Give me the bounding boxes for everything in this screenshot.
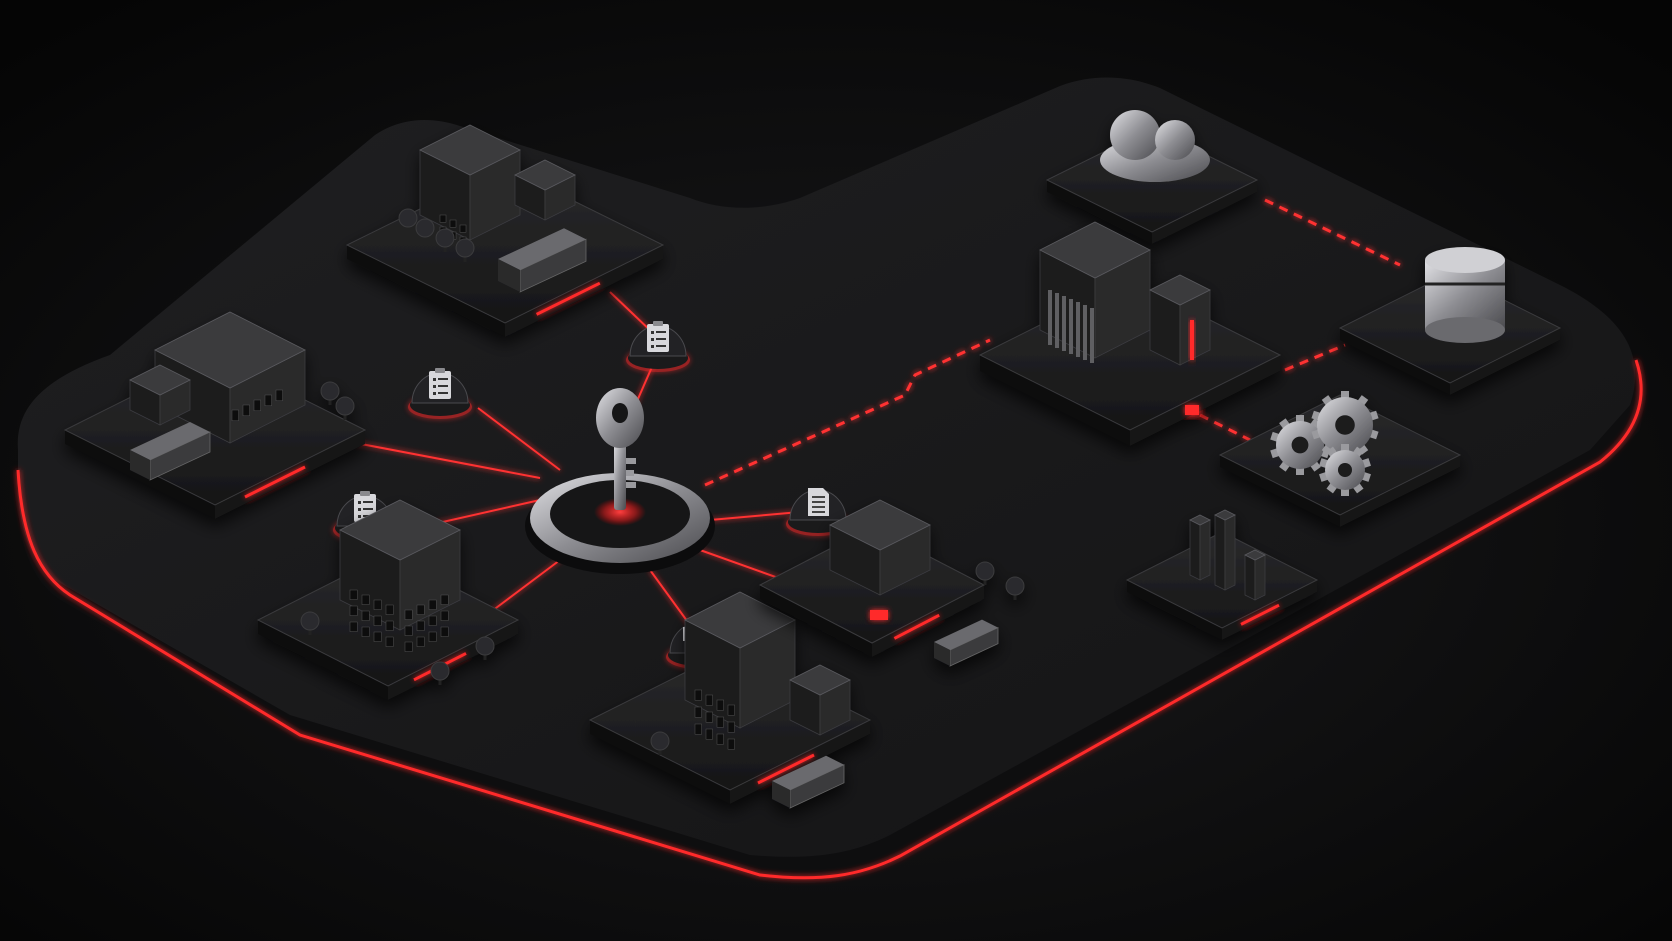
platform-glow-edge — [16, 359, 1643, 880]
site-warehouse-left[interactable] — [63, 311, 367, 519]
hub-glow — [594, 498, 646, 526]
service-gears[interactable] — [1218, 391, 1462, 527]
bar-chart-icon — [1189, 509, 1266, 601]
site-depot-right[interactable] — [758, 499, 1025, 667]
office-building-icon — [300, 499, 495, 685]
clipboard-checklist-icon — [647, 321, 669, 352]
badge-checklist-2[interactable] — [626, 321, 690, 372]
link-cloud-database — [1264, 198, 1401, 267]
document-icon — [808, 488, 829, 516]
central-hub[interactable] — [525, 388, 715, 574]
service-analytics[interactable] — [1125, 509, 1319, 640]
cloud-icon — [1100, 110, 1210, 182]
gears-icon — [1270, 391, 1379, 496]
warehouse-icon — [398, 124, 587, 293]
link-hub-server — [704, 338, 991, 487]
site-warehouse-truck-top[interactable] — [345, 124, 665, 337]
site-office-building-left[interactable] — [256, 499, 520, 700]
link-hub-truck-badge — [649, 569, 691, 626]
link-hub-warehouse-left — [339, 439, 541, 479]
key-icon — [596, 388, 644, 510]
link-hub-checklist-1 — [477, 407, 561, 471]
service-database[interactable] — [1338, 247, 1562, 395]
warehouse-icon — [129, 311, 355, 481]
link-hub-document — [709, 511, 801, 521]
service-server[interactable] — [978, 221, 1282, 446]
service-cloud[interactable] — [1045, 110, 1259, 244]
depot-icon — [829, 499, 1025, 667]
apartment-building-icon — [650, 591, 851, 809]
badge-checklist-1[interactable] — [408, 368, 472, 419]
server-rack-icon — [1039, 221, 1211, 415]
database-icon — [1425, 247, 1505, 343]
site-apartment-building-bottom[interactable] — [588, 591, 872, 809]
link-server-database — [1284, 343, 1346, 372]
clipboard-checklist-icon — [429, 368, 451, 399]
service-connections — [704, 198, 1401, 487]
